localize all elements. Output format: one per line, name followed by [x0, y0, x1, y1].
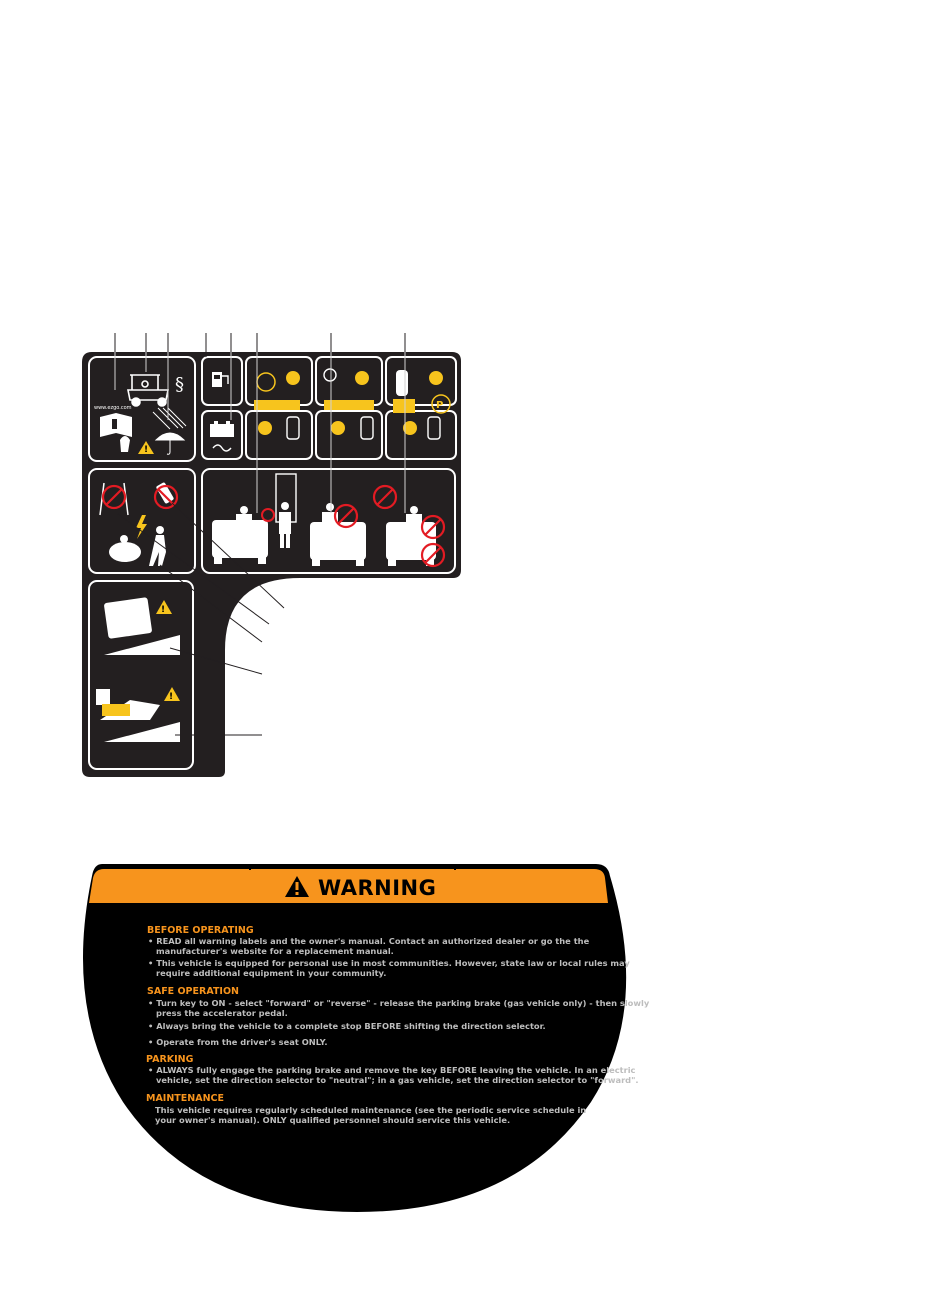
bullet-line: • This vehicle is equipped for personal … [148, 958, 630, 968]
bullet-line: • Operate from the driver's seat ONLY. [148, 1037, 327, 1047]
section-title: PARKING [146, 1054, 194, 1065]
bullet-line: • ALWAYS fully engage the parking brake … [148, 1065, 636, 1075]
callout-lines-side [117, 502, 285, 736]
cart-icon [127, 374, 169, 407]
fuel-pump-icon [212, 372, 229, 387]
decal-diagram: § www.ezgo.com ! [82, 333, 461, 777]
section-title: MAINTENANCE [146, 1093, 224, 1104]
bullet-line: vehicle, set the direction selector to "… [156, 1075, 639, 1085]
website-label: www.ezgo.com [94, 405, 132, 411]
bullet-line: • Always bring the vehicle to a complete… [148, 1021, 546, 1031]
manual-book-icon [100, 413, 132, 452]
caution-triangle-icon: ! [138, 441, 154, 455]
warning-banner [89, 869, 608, 903]
callout-lines-top-white [114, 352, 406, 513]
cart-front-3 [372, 484, 446, 568]
bullet-line: your owner's manual). ONLY qualified per… [155, 1115, 510, 1125]
no-tow-icon [99, 482, 129, 516]
section-title: BEFORE OPERATING [147, 925, 254, 936]
panel-occupants [201, 468, 456, 574]
cart-slope-icon: ! [104, 597, 180, 655]
lightning-icon [136, 515, 147, 539]
bullet-line: press the accelerator pedal. [156, 1008, 288, 1018]
warning-text: BEFORE OPERATING• READ all warning label… [146, 925, 650, 1125]
operation-panel-1 [245, 356, 313, 460]
panel-battery [201, 410, 243, 460]
svg-text:!: ! [144, 445, 148, 455]
no-spray-icon [153, 482, 179, 510]
cart-front-2 [310, 503, 366, 566]
section-symbol: § [175, 374, 184, 395]
cart-incline-icon: ! [96, 687, 180, 742]
park-label: P [436, 400, 443, 411]
bullet-line: manufacturer's website for a replacement… [156, 946, 394, 956]
section-title: SAFE OPERATION [147, 986, 239, 997]
bullet-line: require additional equipment in your com… [156, 968, 386, 978]
bullet-line: This vehicle requires regularly schedule… [155, 1105, 586, 1115]
panel-hazards [88, 468, 196, 574]
panel-manual [88, 356, 196, 462]
panel-slopes [88, 580, 194, 770]
svg-text:!: ! [169, 692, 173, 702]
svg-text:!: ! [161, 605, 165, 615]
warning-label-body [82, 864, 627, 1212]
panel-fuel [201, 356, 243, 406]
bullet-line: • READ all warning labels and the owner'… [148, 936, 590, 946]
operation-panel-2 [315, 356, 383, 460]
bullet-line: • Turn key to ON - select "forward" or "… [148, 998, 650, 1008]
warning-title: WARNING [318, 876, 436, 900]
cart-front-1 [212, 473, 297, 564]
warning-triangle-icon [285, 876, 309, 897]
operation-panel-3: P [385, 356, 457, 460]
battery-icon [210, 421, 234, 452]
cart-person-icon [109, 526, 166, 566]
